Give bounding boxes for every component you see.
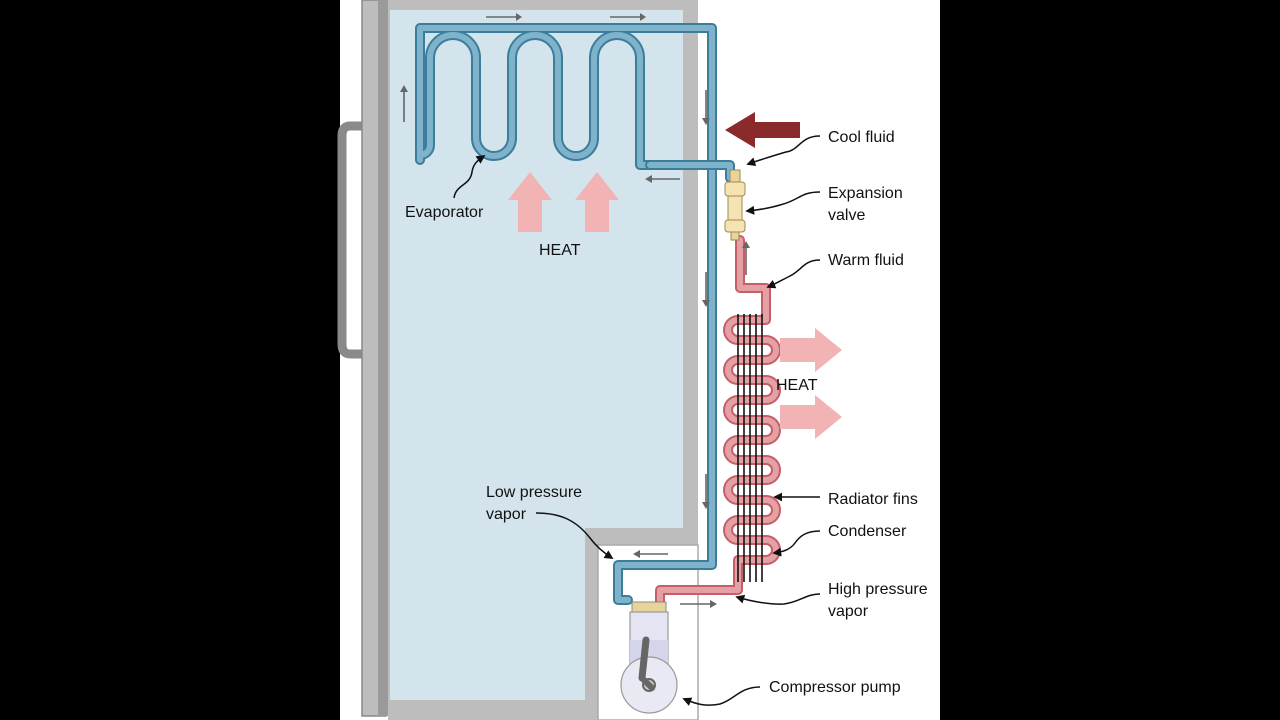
expansion-valve-label-line1: Expansion [828, 185, 903, 202]
heat-out-label: HEAT [776, 377, 818, 394]
condenser-label: Condenser [828, 523, 907, 540]
expansion-valve-label-line2: valve [828, 207, 865, 224]
expansion-valve [724, 169, 746, 241]
evaporator-label: Evaporator [405, 204, 484, 221]
refrigerator-cabinet [337, 0, 699, 720]
door-handle [337, 121, 362, 359]
high-pressure-vapor-label-line1: High pressure [828, 581, 928, 598]
fridge-interior [390, 10, 683, 700]
radiator-fins [737, 314, 763, 582]
low-pressure-vapor-label-line2: vapor [486, 506, 527, 523]
low-pressure-vapor-label-line1: Low pressure [486, 484, 582, 501]
heat-out-arrows [780, 328, 842, 439]
leader-lines [453, 135, 821, 706]
hot-pipe [655, 235, 781, 610]
compressor-pump [620, 601, 678, 714]
heat-in-label: HEAT [539, 242, 581, 259]
cool-fluid-label: Cool fluid [828, 129, 895, 146]
high-pressure-vapor-label-line2: vapor [828, 603, 869, 620]
flow-direction-arrows [400, 13, 750, 608]
cool-fluid-arrow [725, 112, 800, 148]
radiator-fins-label: Radiator fins [828, 491, 918, 508]
compressor-pump-label: Compressor pump [769, 679, 901, 696]
heat-in-arrows [508, 172, 619, 232]
door-inner-edge [378, 0, 388, 716]
warm-fluid-label: Warm fluid [828, 252, 904, 269]
